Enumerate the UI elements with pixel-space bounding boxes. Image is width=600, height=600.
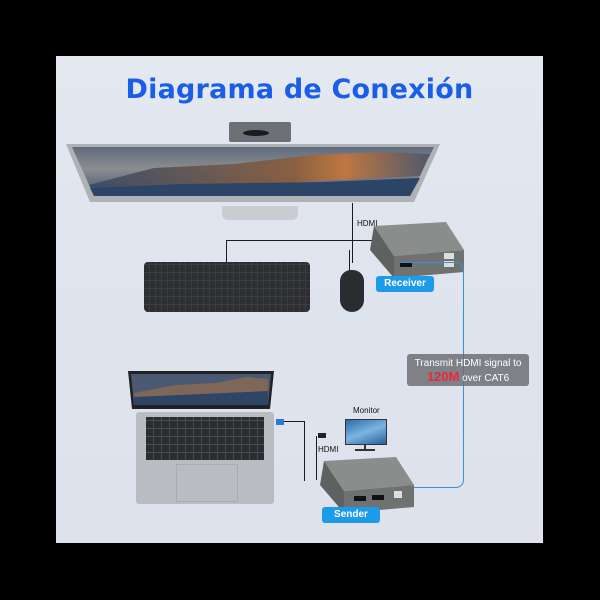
usb-plug — [276, 419, 284, 425]
laptop-keyboard — [146, 417, 264, 460]
monitor-stand-hole — [243, 130, 269, 136]
receiver-tag: Receiver — [376, 276, 434, 292]
receiver-device-icon — [370, 222, 464, 278]
laptop-screen-icon — [128, 371, 274, 409]
sender-tag: Sender — [322, 507, 380, 523]
hdmi-label-bottom: HDMI — [318, 445, 339, 454]
usb-cable-laptop — [284, 421, 304, 422]
monitor-stand-base — [222, 206, 298, 220]
callout-medium: over CAT6 — [459, 373, 510, 384]
mouse — [340, 270, 364, 312]
sender-device-icon — [320, 457, 414, 513]
monitor-screen-icon — [66, 144, 440, 202]
monitor-label: Monitor — [353, 406, 380, 415]
small-monitor-stand — [364, 444, 366, 449]
distance-value: 120M — [426, 369, 460, 384]
usb-cable-laptop-drop — [304, 421, 305, 481]
usb-cable-keyboard — [226, 240, 376, 241]
hdmi-plug — [318, 433, 326, 438]
hdmi-cable-bottom — [316, 436, 317, 480]
callout-line1: Transmit HDMI signal to — [414, 358, 522, 369]
usb-cable-keyboard-drop — [226, 240, 227, 264]
diagram-title: Diagrama de Conexión — [125, 74, 474, 105]
keyboard — [144, 262, 310, 312]
hdmi-cable-top — [352, 203, 353, 263]
small-monitor-screen — [345, 419, 387, 445]
laptop-trackpad — [176, 464, 238, 502]
usb-cable-mouse — [349, 250, 350, 274]
transmit-callout: Transmit HDMI signal to 120M over CAT6 — [407, 354, 529, 386]
hdmi-label-top: HDMI — [357, 219, 378, 228]
small-monitor-base — [355, 449, 375, 451]
callout-line2: 120M over CAT6 — [407, 370, 529, 385]
